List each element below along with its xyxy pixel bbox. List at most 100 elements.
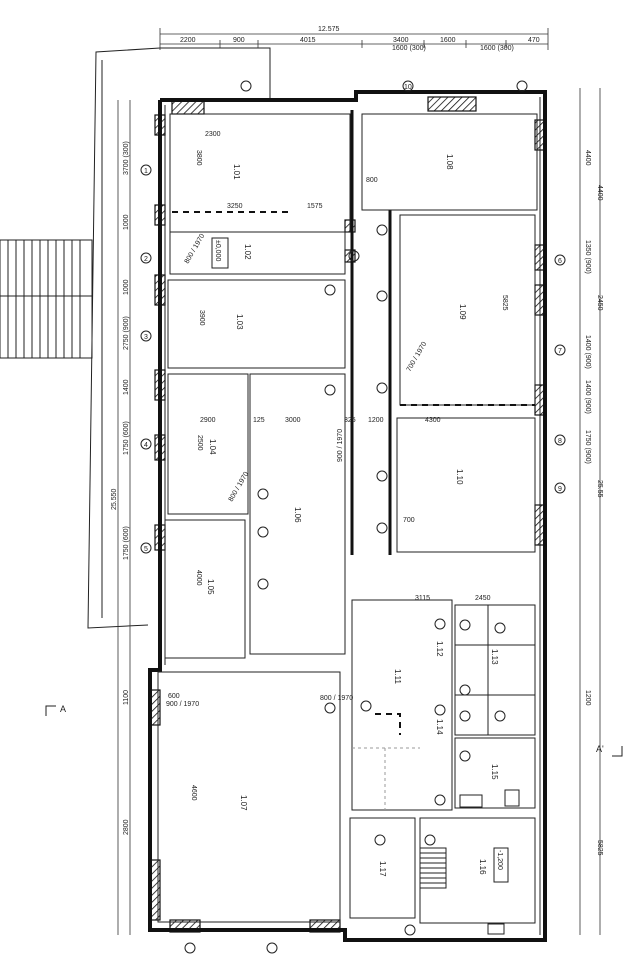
door-label-f: 800 / 1970 <box>320 695 353 702</box>
level-mark-minus: -1,200 <box>496 850 503 870</box>
dim-overall: 12.575 <box>318 26 340 33</box>
marker-8: 8 <box>558 438 562 445</box>
dim-2450: 2450 <box>475 595 491 602</box>
hatched-walls <box>149 96 546 933</box>
room-1-04: 1.04 <box>208 439 217 455</box>
dim-top-3: 4015 <box>300 37 316 44</box>
room-1-17: 1.17 <box>378 861 387 877</box>
marker-9: 9 <box>558 486 562 493</box>
room-1-10: 1.10 <box>455 469 464 485</box>
section-markers: A A' <box>45 704 623 757</box>
dim-left-4: 2750 (900) <box>123 316 130 350</box>
dim-right-1: 4400 <box>596 185 603 201</box>
marker-7: 7 <box>558 348 562 355</box>
dim-top-6: 1600 <box>440 37 456 44</box>
dim-right-3: 2450 <box>596 295 603 311</box>
interior-walls <box>157 110 538 935</box>
dim-800: 800 <box>366 177 378 184</box>
dim-top-2: 900 <box>233 37 245 44</box>
door-label-e: 900 / 1970 <box>166 701 199 708</box>
room-1-08: 1.08 <box>445 154 454 170</box>
room-1-07: 1.07 <box>239 795 248 811</box>
room-1-16: 1.16 <box>478 859 487 875</box>
dim-top-5: 1600 (300) <box>392 45 426 52</box>
dim-right-6: 1750 (900) <box>584 430 591 464</box>
door-label-d: 800 / 1970 <box>228 471 251 503</box>
door-label-a: 800 / 1970 <box>184 233 207 265</box>
external-stair <box>0 239 93 359</box>
room-labels: 1.01 1.02 1.03 1.04 1.05 1.06 1.07 1.08 … <box>206 154 499 877</box>
door-label-b: 900 / 1970 <box>337 429 344 462</box>
level-marks: ±0,000 -1,200 <box>211 237 509 883</box>
room-1-13: 1.13 <box>490 649 499 665</box>
dim-right-8: 1200 <box>584 690 591 706</box>
dim-right-5: 1400 (900) <box>584 380 591 414</box>
dim-left-8: 1750 (600) <box>123 526 130 560</box>
dim-5825: 5825 <box>501 295 508 311</box>
room-1-03: 1.03 <box>235 314 244 330</box>
dim-700: 700 <box>403 517 415 524</box>
dim-4000: 4000 <box>195 570 202 586</box>
outer-walls <box>148 90 547 942</box>
marker-6: 6 <box>558 258 562 265</box>
marker-2: 2 <box>144 256 148 263</box>
room-1-14: 1.14 <box>435 719 444 735</box>
top-dimension-chain: 12.575 2200 900 4015 3400 1600 (300) 160… <box>159 26 549 52</box>
level-mark-zero: ±0,000 <box>214 240 221 261</box>
dim-right-7: 25.55 <box>596 480 603 498</box>
dim-1200: 1200 <box>368 417 384 424</box>
dim-left-7: 25.550 <box>111 488 118 510</box>
dim-600: 600 <box>168 693 180 700</box>
dim-1575: 1575 <box>307 203 323 210</box>
dim-right-2: 1350 (900) <box>584 240 591 274</box>
dim-125: 125 <box>253 417 265 424</box>
room-1-11: 1.11 <box>393 669 402 685</box>
dim-2500: 2500 <box>196 435 203 451</box>
dim-top-8: 470 <box>528 37 540 44</box>
circle-markers: 1 2 3 4 5 6 7 8 9 10 <box>140 80 566 954</box>
right-dimension-chain: 4400 1350 (900) 2450 1400 (900) 1400 (90… <box>579 88 603 935</box>
dim-left-3: 1000 <box>123 279 130 295</box>
dim-3900: 3900 <box>198 310 205 326</box>
dim-4600: 4600 <box>190 785 197 801</box>
room-1-06: 1.06 <box>293 507 302 523</box>
dim-left-6: 1750 (600) <box>123 421 130 455</box>
dim-3800: 3800 <box>195 150 202 166</box>
dim-right-9: 5825 <box>596 840 603 856</box>
terrace-outline <box>87 47 271 629</box>
dim-top-4: 3400 <box>393 37 409 44</box>
left-dimension-chain: 3700 (300) 1000 1000 2750 (900) 1400 175… <box>111 100 131 935</box>
marker-10: 10 <box>404 84 412 91</box>
dim-left-1: 3700 (300) <box>123 141 130 175</box>
marker-1: 1 <box>144 168 148 175</box>
dim-2900: 2900 <box>200 417 216 424</box>
dim-right-4: 1400 (900) <box>584 335 591 369</box>
section-marker-left: A <box>60 704 66 714</box>
room-1-02: 1.02 <box>243 244 252 260</box>
dim-3115: 3115 <box>415 595 430 602</box>
room-1-15: 1.15 <box>490 764 499 780</box>
marker-5: 5 <box>144 546 148 553</box>
door-label-c: 700 / 1970 <box>406 341 429 373</box>
room-1-05: 1.05 <box>206 579 215 595</box>
dim-top-7: 1600 (300) <box>480 45 514 52</box>
dim-2300: 2300 <box>205 131 221 138</box>
dim-3250: 3250 <box>227 203 243 210</box>
room-1-01: 1.01 <box>232 164 241 180</box>
dim-3000: 3000 <box>285 417 301 424</box>
dim-left-5: 1400 <box>123 379 130 395</box>
dim-top-1: 2200 <box>180 37 196 44</box>
dim-left-9: 1100 <box>123 690 130 705</box>
room-dimensions: 2300 3800 3250 1575 2900 125 3000 325 12… <box>168 131 591 801</box>
dim-4400: 4400 <box>584 150 591 166</box>
room-1-09: 1.09 <box>458 304 467 320</box>
section-marker-right: A' <box>596 744 604 754</box>
room-1-12: 1.12 <box>435 641 444 657</box>
dim-left-10: 2800 <box>123 819 130 835</box>
marker-4: 4 <box>144 442 148 449</box>
marker-3: 3 <box>144 334 148 341</box>
dim-325: 325 <box>344 417 356 424</box>
dim-4300: 4300 <box>425 417 441 424</box>
dim-left-2: 1000 <box>123 214 130 230</box>
